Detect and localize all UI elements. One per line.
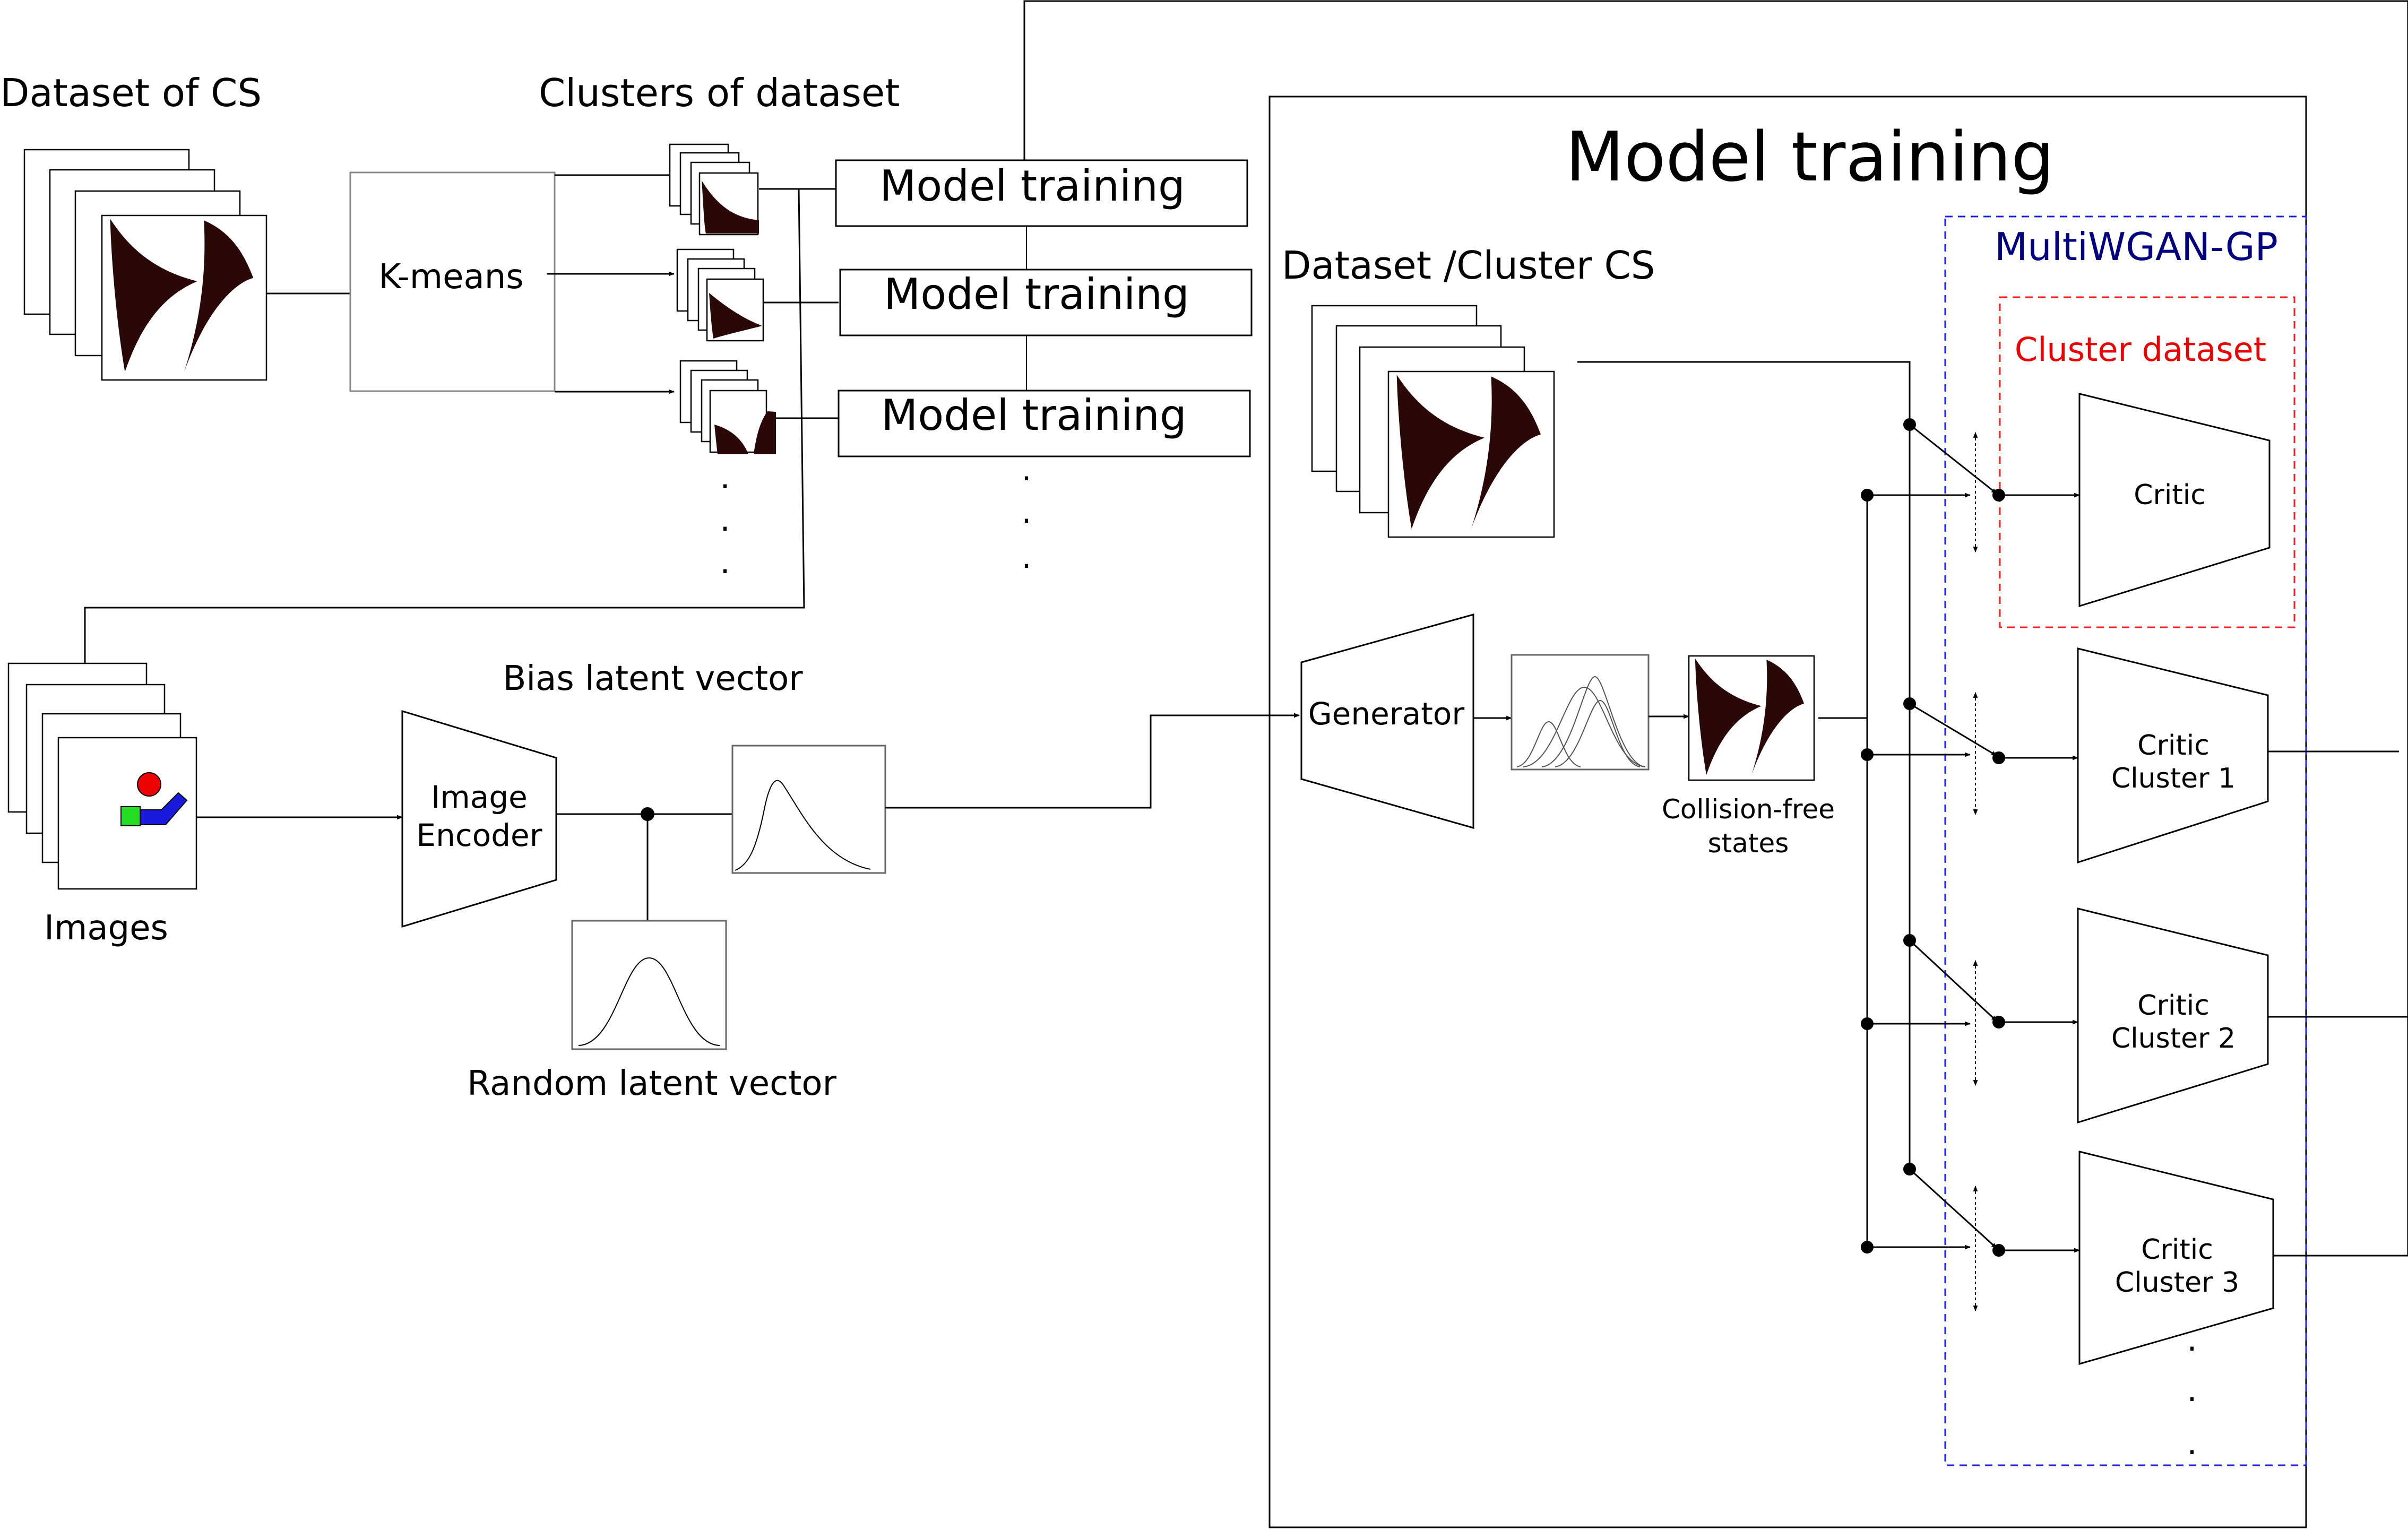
random-latent-vector-label: Random latent vector <box>467 1064 836 1103</box>
cluster-stack-3 <box>679 360 776 454</box>
model-training-label-3: Model training <box>881 391 1187 440</box>
cluster-stack-1 <box>669 143 759 236</box>
critic-cluster-1-label-1: Critic <box>2137 730 2210 762</box>
svg-text:.: . <box>1021 539 1031 576</box>
critic-label: Critic <box>2134 479 2206 511</box>
critic-cluster-3-label-2: Cluster 3 <box>2115 1267 2239 1299</box>
model-training-box-3 <box>838 390 1251 457</box>
cluster-dataset-label: Cluster dataset <box>2015 330 2266 369</box>
mixture-plot <box>1511 654 1650 771</box>
kmeans-box <box>349 171 556 392</box>
svg-text:.: . <box>1021 451 1031 488</box>
critic-cluster-2-trapezoid <box>2077 907 2269 1124</box>
model-training-ellipsis: . . . <box>1021 451 1031 576</box>
switch-row-critic <box>1861 418 2081 553</box>
critic-cluster-1-label-2: Cluster 1 <box>2111 763 2236 794</box>
dataset-cluster-cs-label: Dataset /Cluster CS <box>1282 243 1655 288</box>
critic-cluster-1-trapezoid <box>2077 647 2269 864</box>
svg-text:.: . <box>720 502 730 539</box>
multiwgan-gp-region <box>1944 215 2307 1466</box>
model-training-title: Model training <box>1566 118 2055 197</box>
critic-cluster-2-label-1: Critic <box>2137 990 2210 1022</box>
switch-row-cluster-2 <box>1861 934 2079 1086</box>
clusters-ellipsis: . . . <box>720 459 730 581</box>
multiwgan-gp-label: MultiWGAN-GP <box>1995 224 2278 269</box>
model-training-box-1 <box>835 159 1248 227</box>
cspace-shape-icon <box>714 425 748 454</box>
dataset-of-cs-label: Dataset of CS <box>0 71 262 115</box>
collision-free-label-2: states <box>1708 828 1789 859</box>
bias-latent-plot <box>731 745 886 874</box>
critics-ellipsis: . . . <box>2187 1321 2197 1462</box>
svg-text:.: . <box>2187 1425 2197 1462</box>
kmeans-label: K-means <box>378 257 523 297</box>
images-card-stack <box>7 662 197 890</box>
cspace-shape-icon <box>702 180 759 234</box>
clusters-of-dataset-label: Clusters of dataset <box>539 71 900 115</box>
svg-text:.: . <box>720 459 730 496</box>
critic-cluster-3-trapezoid <box>2078 1151 2274 1365</box>
collision-free-label-1: Collision-free <box>1662 794 1835 825</box>
dataset-cs-card-stack <box>23 149 267 381</box>
cluster-dataset-region <box>1999 296 2295 628</box>
generator-trapezoid <box>1300 613 1474 829</box>
critic-cluster-2-label-2: Cluster 2 <box>2111 1023 2236 1054</box>
bias-latent-vector-label: Bias latent vector <box>503 659 803 698</box>
critic-trapezoid <box>2078 393 2271 608</box>
model-training-box-2 <box>839 269 1253 336</box>
image-encoder-label-1: Image <box>431 779 528 815</box>
gaussian-curve-icon <box>578 957 720 1046</box>
svg-text:.: . <box>1021 494 1031 531</box>
image-encoder-label-2: Encoder <box>416 817 542 853</box>
model-training-label-2: Model training <box>884 270 1189 319</box>
critic-cluster-3-label-1: Critic <box>2141 1234 2213 1266</box>
switch-row-cluster-1 <box>1861 691 2079 816</box>
collision-free-card <box>1688 655 1815 781</box>
svg-text:.: . <box>720 544 730 581</box>
generator-label: Generator <box>1308 696 1465 732</box>
skewed-distribution-icon <box>735 780 871 871</box>
random-latent-plot <box>571 920 727 1050</box>
svg-text:.: . <box>2187 1321 2197 1359</box>
image-encoder-trapezoid <box>401 710 557 928</box>
cspace-shape-icon <box>754 411 776 454</box>
cspace-shape-icon <box>709 293 762 339</box>
mixture-distribution-icon <box>1516 676 1646 767</box>
images-label: Images <box>44 909 168 948</box>
model-training-label-1: Model training <box>879 161 1185 211</box>
cluster-stack-2 <box>676 248 764 342</box>
switch-row-cluster-3 <box>1861 1163 2081 1312</box>
robot-scene-icon <box>120 772 188 826</box>
dataset-cluster-card-stack <box>1311 305 1555 538</box>
svg-text:.: . <box>2187 1372 2197 1409</box>
